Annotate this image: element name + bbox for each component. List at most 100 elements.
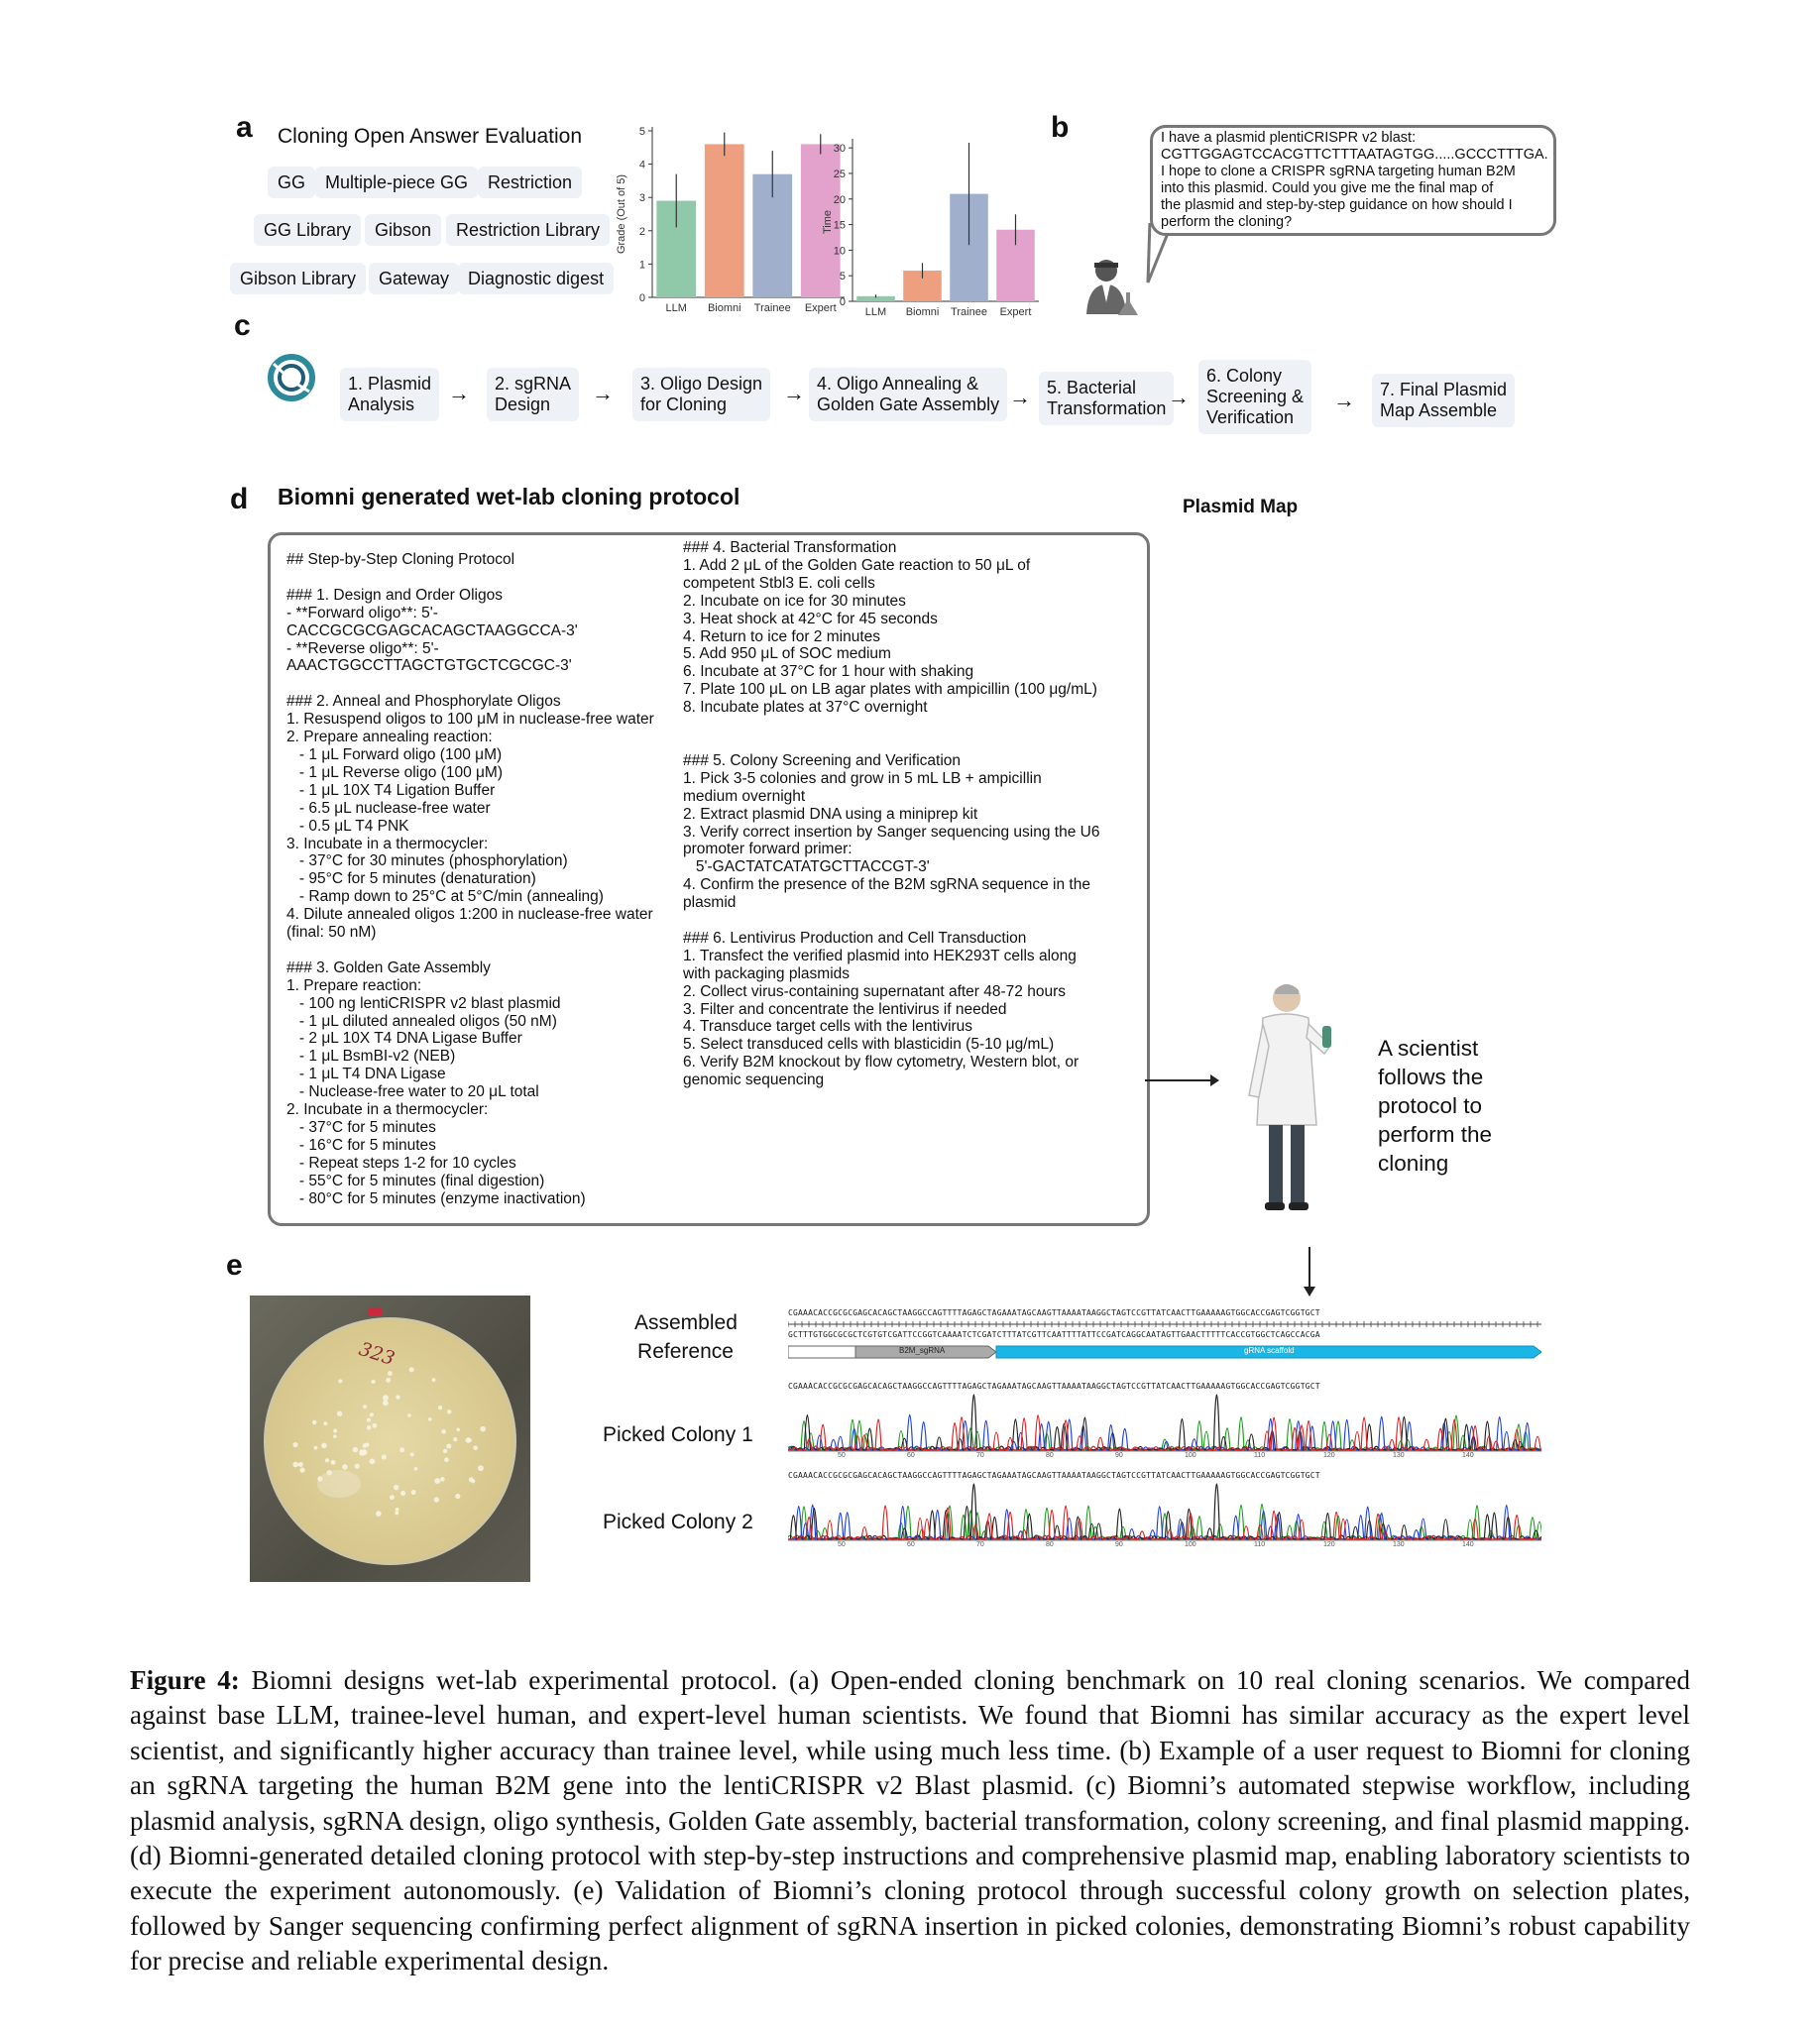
colony (480, 1425, 486, 1432)
workflow-step: 4. Oligo Annealing &Golden Gate Assembly (809, 368, 1008, 421)
request-line: the plasmid and step-by-step guidance on… (1161, 197, 1513, 213)
y-tick-label: 10 (834, 245, 846, 257)
colony (434, 1478, 441, 1484)
reference-track: CGAAACACCGCGCGAGCACAGCTAAGGCCAGTTTTAGAGC… (788, 1306, 1541, 1386)
trace-tick-label: 110 (1254, 1541, 1266, 1548)
protocol-line: 5'-GACTATCATATGCTTACCGT-3' (683, 858, 930, 876)
colony (317, 1476, 323, 1482)
colony (381, 1454, 387, 1460)
protocol-line: ### 4. Bacterial Transformation (683, 539, 897, 556)
protocol-left-column: ## Step-by-Step Cloning Protocol ### 1. … (286, 551, 654, 1208)
colony (371, 1379, 376, 1384)
protocol-line: 1. Transfect the verified plasmid into H… (683, 947, 1077, 964)
trace-tick-label: 130 (1393, 1452, 1405, 1459)
colony (362, 1443, 368, 1448)
colony (390, 1495, 395, 1501)
trace-tick-label: 100 (1185, 1452, 1196, 1459)
protocol-line: - 1 μL BsmBI-v2 (NEB) (286, 1048, 456, 1066)
category-chip: Multiple-piece GG (315, 167, 479, 198)
colony (431, 1378, 436, 1383)
colony (477, 1465, 484, 1472)
arrow-right-icon: → (448, 381, 470, 405)
y-tick-label: 5 (639, 126, 645, 138)
panel-a-title: Cloning Open Answer Evaluation (278, 125, 583, 148)
arrow-right-icon: → (783, 381, 805, 405)
y-tick-label: 3 (639, 192, 645, 204)
workflow-step-line: Analysis (348, 395, 415, 414)
protocol-line (683, 734, 1099, 752)
plasmid-map-label: Plasmid Map (1183, 497, 1299, 517)
scientist-caption: A scientist follows the protocol to perf… (1378, 1034, 1492, 1178)
protocol-line: 8. Incubate plates at 37°C overnight (683, 699, 928, 717)
y-tick-label: 0 (840, 296, 846, 308)
protocol-line: - 0.5 μL T4 PNK (286, 817, 409, 835)
scientist-user-icon (1086, 223, 1174, 315)
sequence-ruler (788, 1321, 1541, 1327)
request-line: into this plasmid. Could you give me the… (1161, 180, 1494, 196)
colony (354, 1463, 360, 1469)
picked-colony-2-label: Picked Colony 2 (603, 1511, 753, 1533)
colony (455, 1493, 461, 1500)
colony (369, 1412, 374, 1417)
colony (427, 1416, 432, 1421)
trace-tick-label: 90 (1115, 1541, 1123, 1548)
x-tick-label: Biomni (708, 302, 741, 314)
colony (342, 1464, 348, 1470)
protocol-line: ### 5. Colony Screening and Verification (683, 751, 962, 769)
protocol-line: ### 3. Golden Gate Assembly (286, 959, 491, 976)
trace-tick-label: 110 (1254, 1452, 1266, 1459)
request-line: I have a plasmid plentiCRISPR v2 blast: (1161, 130, 1417, 146)
request-line: perform the cloning? (1161, 214, 1293, 230)
colony (323, 1421, 328, 1426)
colony (363, 1405, 368, 1410)
colony (473, 1445, 478, 1451)
colony (395, 1507, 399, 1512)
x-tick-label: Trainee (951, 306, 987, 318)
caption-label: Figure 4: (130, 1665, 240, 1695)
protocol-line: 4. Confirm the presence of the B2M sgRNA… (683, 876, 1090, 894)
protocol-line: 3. Verify correct insertion by Sanger se… (683, 823, 1100, 841)
assembled-reference-label: Assembled Reference (634, 1308, 738, 1366)
protocol-line: - 6.5 μL nuclease-free water (286, 799, 491, 817)
protocol-line: 1. Prepare reaction: (286, 976, 422, 994)
protocol-title: Biomni generated wet-lab cloning protoco… (278, 484, 740, 509)
assembled-reference-label-line: Reference (637, 1340, 734, 1363)
protocol-line: 4. Transduce target cells with the lenti… (683, 1018, 973, 1036)
protocol-line: ### 1. Design and Order Oligos (286, 586, 503, 604)
colony (413, 1466, 418, 1471)
protocol-line: 1. Add 2 μL of the Golden Gate reaction … (683, 556, 1031, 574)
category-chip: GG Library (254, 214, 362, 246)
protocol-line: promoter forward primer: (683, 841, 853, 858)
trace-tick-label: 80 (1046, 1541, 1054, 1548)
colony (330, 1459, 336, 1465)
feature-sgrna-label: B2M_sgRNA (899, 1346, 946, 1355)
category-chip: Restriction Library (446, 214, 611, 246)
colony (446, 1443, 452, 1449)
protocol-line: 5. Add 950 μL of SOC medium (683, 645, 891, 663)
y-axis-label: Time (823, 210, 834, 234)
colony (324, 1458, 330, 1463)
scientist-caption-line: cloning (1378, 1151, 1449, 1176)
colony (297, 1461, 303, 1467)
protocol-line (683, 717, 1099, 734)
colony (386, 1377, 392, 1383)
protocol-line: 7. Plate 100 μL on LB agar plates with a… (683, 681, 1097, 699)
colony (352, 1446, 359, 1453)
arrow-right-icon: → (1333, 388, 1355, 412)
biomni-logo-icon (268, 354, 315, 401)
colony-2-chromatogram (788, 1483, 1541, 1541)
colony (321, 1442, 327, 1449)
y-tick-label: 20 (834, 194, 846, 206)
protocol-line: 5. Select transduced cells with blastici… (683, 1036, 1055, 1054)
workflow-step-line: 1. Plasmid (348, 374, 432, 394)
y-tick-label: 30 (834, 143, 846, 155)
y-tick-label: 1 (639, 259, 645, 271)
figure-caption: Figure 4: Biomni designs wet-lab experim… (130, 1663, 1690, 1979)
protocol-line: ### 2. Anneal and Phosphorylate Oligos (286, 693, 561, 711)
colony (292, 1441, 298, 1448)
category-chip: Gibson (365, 214, 442, 246)
workflow-step-line: 5. Bacterial (1047, 378, 1137, 397)
